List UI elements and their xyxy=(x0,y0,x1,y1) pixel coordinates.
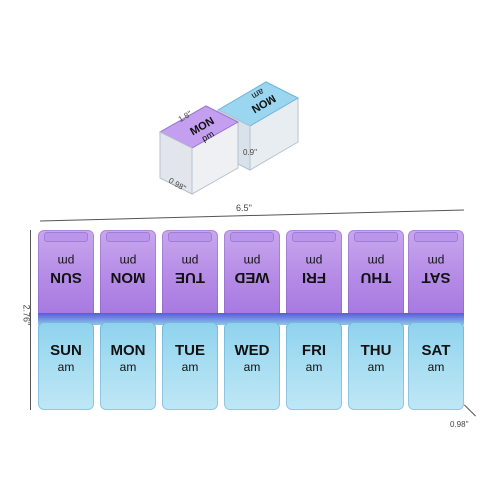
am-time-label: am xyxy=(305,360,323,374)
am-time-label: am xyxy=(119,360,137,374)
lid-tab xyxy=(414,232,458,242)
lid-tab xyxy=(44,232,88,242)
height-dimension-label: 2.76'' xyxy=(21,304,32,326)
am-time-label: am xyxy=(367,360,385,374)
pm-day-label: TUE xyxy=(175,269,205,286)
pm-day-label: SAT xyxy=(421,269,451,286)
lid-tab xyxy=(230,232,274,242)
am-day-label: FRI xyxy=(301,342,327,359)
pm-time-label: pm xyxy=(367,254,385,268)
pm-time-label: pm xyxy=(181,254,199,268)
pm-time-label: pm xyxy=(427,254,445,268)
pm-time-label: pm xyxy=(57,254,75,268)
am-day-label: TUE xyxy=(175,342,205,359)
pm-time-label: pm xyxy=(119,254,137,268)
am-day-label: WED xyxy=(234,342,270,359)
height-dimension-line xyxy=(30,230,31,410)
am-time-label: am xyxy=(181,360,199,374)
single-box-illustration xyxy=(158,81,300,195)
lid-tab xyxy=(292,232,336,242)
single-box-height-label: 0.9'' xyxy=(243,148,258,157)
am-day-label: THU xyxy=(360,342,392,359)
depth-dimension-label: 0.98'' xyxy=(450,420,469,429)
pm-day-label: SUN xyxy=(50,269,82,286)
single-day-box: MON pm MON am 1.8'' 0.9'' 0.98'' xyxy=(148,70,308,195)
am-day-label: MON xyxy=(110,342,146,359)
pm-day-label: WED xyxy=(234,269,270,286)
lid-tab xyxy=(168,232,212,242)
lid-tab xyxy=(354,232,398,242)
am-day-label: SAT xyxy=(421,342,451,359)
pm-day-label: FRI xyxy=(301,269,327,286)
am-time-label: am xyxy=(243,360,261,374)
pm-time-label: pm xyxy=(243,254,261,268)
pm-time-label: pm xyxy=(305,254,323,268)
am-time-label: am xyxy=(57,360,75,374)
pm-day-label: THU xyxy=(360,269,392,286)
lid-tab xyxy=(106,232,150,242)
depth-dimension-line xyxy=(463,404,477,417)
am-time-label: am xyxy=(427,360,445,374)
pm-day-label: MON xyxy=(110,269,146,286)
am-day-label: SUN xyxy=(50,342,82,359)
width-dimension-label: 6.5'' xyxy=(236,203,252,213)
